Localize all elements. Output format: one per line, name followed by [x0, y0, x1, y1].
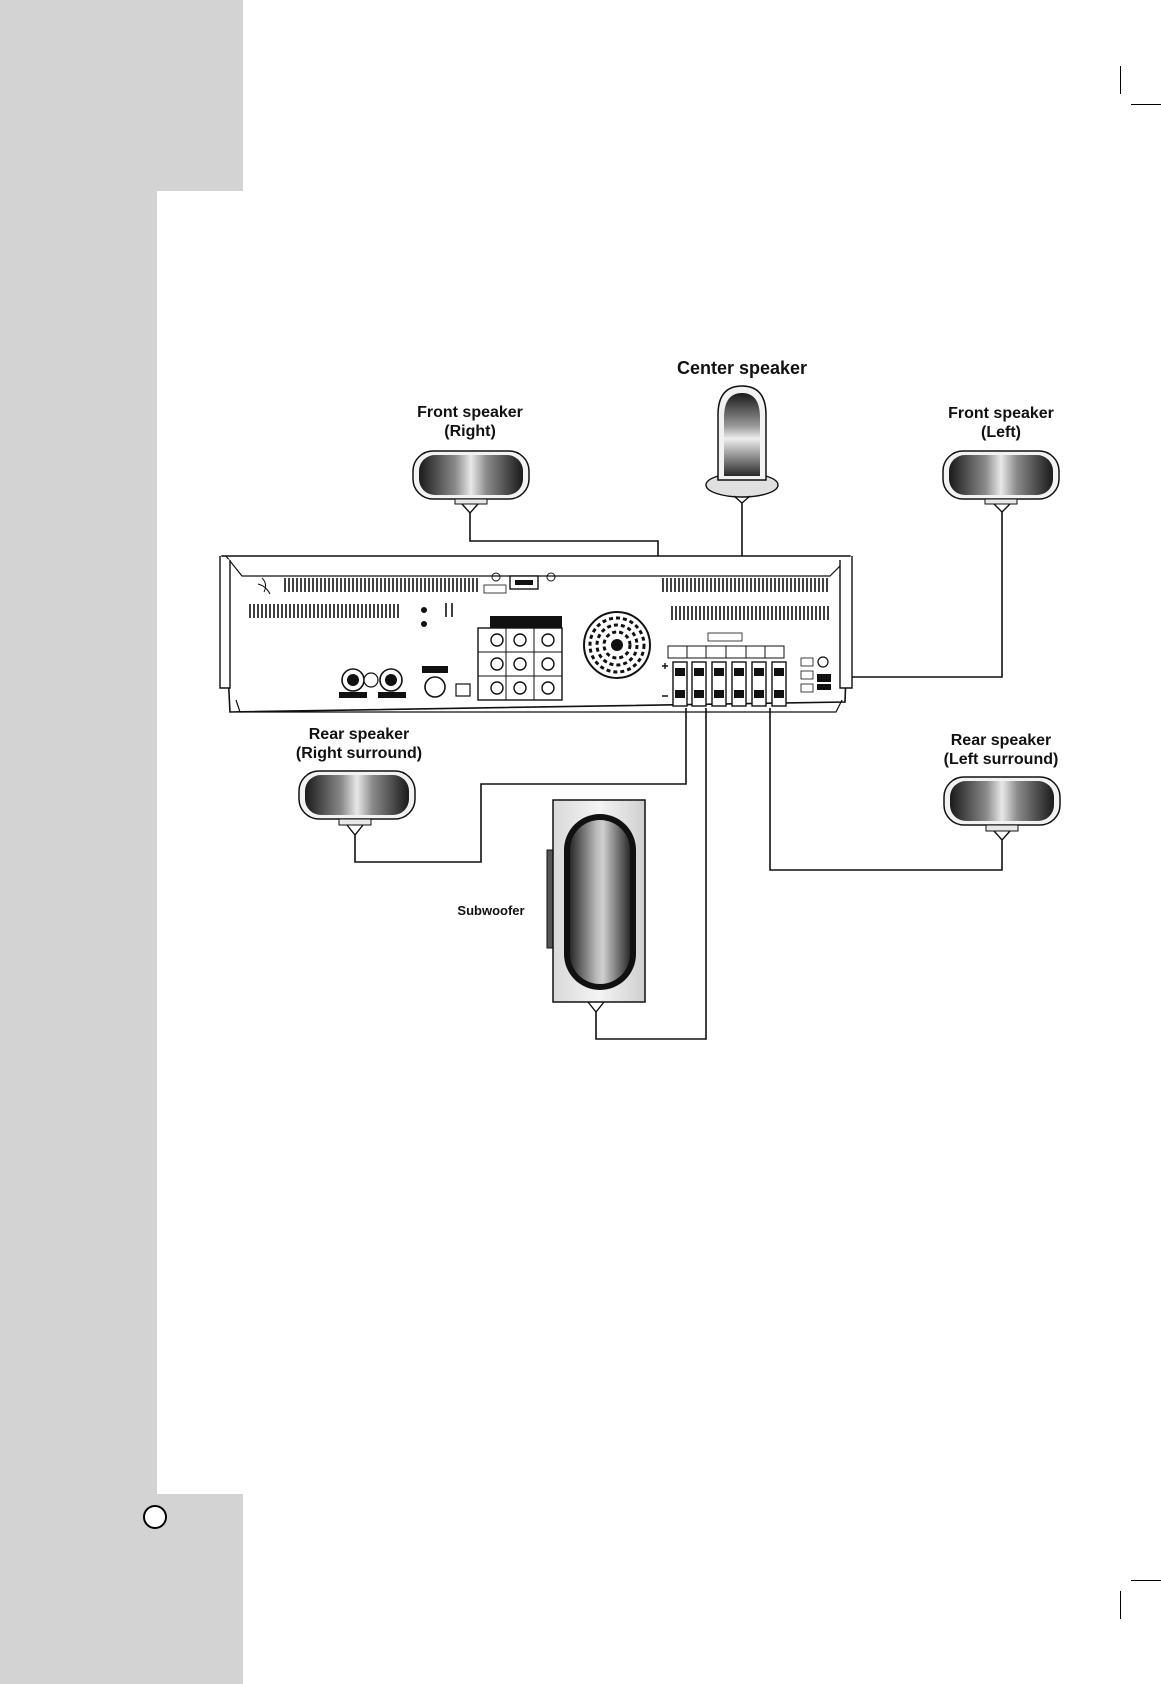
rear-right-speaker-label-line1: Rear speaker	[279, 725, 439, 744]
subwoofer-label: Subwoofer	[446, 903, 536, 919]
rear-left-speaker-label-line2: (Left surround)	[921, 750, 1081, 769]
subwoofer-icon	[547, 800, 645, 1012]
front-left-speaker-label-line2: (Left)	[921, 423, 1081, 442]
front-right-speaker-label-line1: Front speaker	[390, 403, 550, 422]
front-right-speaker-icon	[413, 451, 529, 513]
front-right-speaker-label-line2: (Right)	[390, 422, 550, 441]
cooling-fan-icon	[584, 612, 650, 678]
front-right-speaker-label: Front speaker (Right)	[390, 403, 550, 441]
rear-left-speaker-label: Rear speaker (Left surround)	[921, 731, 1081, 769]
center-speaker-icon	[706, 386, 778, 503]
rear-left-speaker-icon	[944, 777, 1060, 840]
page-number-circle-icon	[143, 1505, 167, 1529]
rear-left-speaker-label-line1: Rear speaker	[921, 731, 1081, 750]
center-speaker-label: Center speaker	[642, 358, 842, 380]
rear-right-speaker-label-line2: (Right surround)	[279, 744, 439, 763]
rear-right-speaker-icon	[299, 771, 415, 835]
receiver-rear-panel-icon	[220, 556, 852, 712]
subwoofer-label-text: Subwoofer	[446, 903, 536, 919]
front-left-speaker-label-line1: Front speaker	[921, 404, 1081, 423]
rear-right-speaker-label: Rear speaker (Right surround)	[279, 725, 439, 763]
front-left-speaker-icon	[943, 451, 1059, 512]
center-speaker-label-text: Center speaker	[642, 358, 842, 380]
front-left-speaker-label: Front speaker (Left)	[921, 404, 1081, 442]
